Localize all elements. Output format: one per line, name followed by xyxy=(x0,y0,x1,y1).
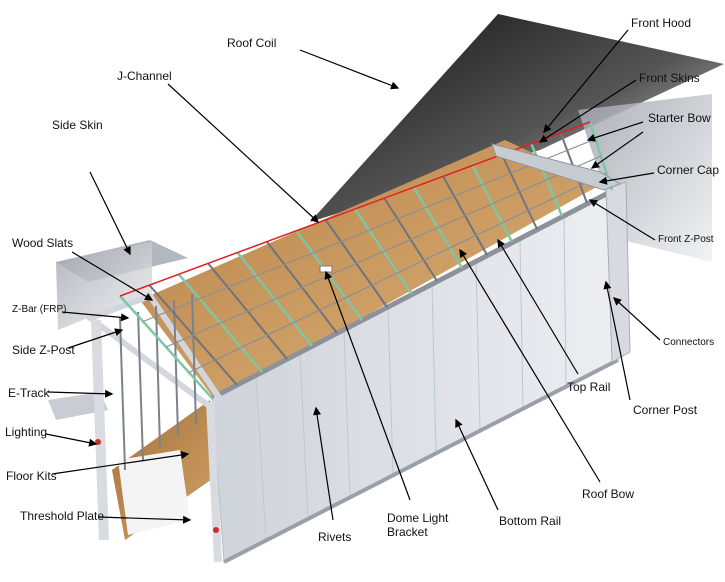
arrowhead-connectors xyxy=(612,297,622,306)
arrowhead-front-z-post xyxy=(588,199,598,208)
label-side-skin: Side Skin xyxy=(52,118,103,132)
leader-roof-bow xyxy=(459,249,601,483)
lighting-lamp xyxy=(95,439,101,445)
leader-lines xyxy=(45,29,661,524)
arrowhead-floor-kits xyxy=(180,451,190,459)
label-corner-post: Corner Post xyxy=(633,403,698,417)
label-bottom-rail: Bottom Rail xyxy=(499,514,562,528)
leader-bottom-rail xyxy=(455,419,499,511)
wood-liner xyxy=(140,140,600,400)
front-skin-sheet xyxy=(578,94,712,262)
arrowhead-front-skins xyxy=(538,134,548,143)
roof-coil-sheet xyxy=(310,14,724,222)
label-e-track: E-Track xyxy=(8,386,50,400)
leader-front-hood xyxy=(543,29,629,133)
leader-connectors xyxy=(613,297,661,341)
label-connectors: Connectors xyxy=(663,337,715,348)
arrowhead-corner-cap xyxy=(598,176,608,185)
top-rail xyxy=(210,187,616,401)
rear-frame-left-post xyxy=(91,319,109,541)
leader-corner-cap xyxy=(599,172,655,183)
rear-frame-right-post xyxy=(206,401,222,563)
label-roof-bow: Roof Bow xyxy=(582,487,635,501)
side-z-posts xyxy=(119,293,197,471)
arrowhead-z-bar-frp xyxy=(120,313,130,322)
leader-roof-coil xyxy=(299,49,399,89)
label-side-z-post: Side Z-Post xyxy=(12,343,75,357)
e-track-panel xyxy=(48,392,108,420)
label-top-rail: Top Rail xyxy=(567,380,611,394)
leader-e-track xyxy=(47,391,113,395)
roof-bows xyxy=(119,121,614,399)
leader-rivets xyxy=(315,407,334,521)
arrowhead-lighting xyxy=(88,438,98,447)
arrowhead-roof-coil xyxy=(390,81,400,90)
arrowhead-side-skin xyxy=(123,246,131,256)
arrowhead-side-z-post xyxy=(114,328,124,336)
label-dome-light-bracket: Dome Light Bracket xyxy=(387,511,449,539)
label-rivets: Rivets xyxy=(318,530,352,544)
arrowhead-threshold-plate xyxy=(182,515,192,524)
leader-corner-post xyxy=(605,281,631,401)
label-front-hood: Front Hood xyxy=(631,16,692,30)
arrowhead-e-track xyxy=(104,389,114,398)
leader-threshold-plate xyxy=(97,516,191,521)
leader-z-bar-frp xyxy=(61,311,129,319)
side-wall-seams xyxy=(255,214,567,541)
side-skin-panel xyxy=(56,242,152,330)
arrowhead-dome-light-bracket xyxy=(324,270,333,280)
arrowhead-starter-bow xyxy=(586,134,596,142)
roof-purlin xyxy=(165,155,602,348)
leader-starter-bow-2 xyxy=(591,131,644,169)
leader-dome-light-bracket xyxy=(325,271,411,501)
front-hood xyxy=(491,143,622,191)
label-wood-slats: Wood Slats xyxy=(12,236,74,250)
arrowhead-roof-bow xyxy=(459,248,467,258)
arrowhead-bottom-rail xyxy=(455,418,463,428)
bottom-rail xyxy=(223,358,619,564)
leader-wood-slats xyxy=(71,251,153,301)
label-floor-kits: Floor Kits xyxy=(6,469,57,483)
label-z-bar-frp: Z-Bar (FRP) xyxy=(12,304,67,315)
leader-top-rail xyxy=(497,239,579,375)
leader-side-skin xyxy=(89,171,131,255)
label-j-channel: J-Channel xyxy=(117,69,172,83)
arrowhead-rivets xyxy=(313,406,321,416)
label-front-skins: Front Skins xyxy=(639,71,700,85)
leader-front-skins xyxy=(539,79,637,143)
leader-floor-kits xyxy=(51,453,189,475)
leader-front-z-post xyxy=(589,199,656,241)
arrowhead-wood-slats xyxy=(144,293,154,301)
roof-purlin xyxy=(142,138,596,323)
leader-lighting xyxy=(45,433,97,445)
threshold-area xyxy=(118,450,190,535)
leader-starter-bow xyxy=(587,121,644,141)
arrowhead-starter-bow-2 xyxy=(590,160,600,169)
arrowhead-top-rail xyxy=(497,238,505,248)
leader-j-channel xyxy=(167,83,319,223)
arrowhead-j-channel xyxy=(310,214,320,223)
roof-purlin xyxy=(188,172,607,374)
rear-frame-header xyxy=(83,292,222,413)
arrowhead-corner-post xyxy=(603,280,612,290)
label-lighting: Lighting xyxy=(5,425,48,439)
arrowhead-front-hood xyxy=(543,124,552,134)
label-starter-bow: Starter Bow xyxy=(648,111,711,125)
leader-side-z-post xyxy=(67,329,123,349)
label-corner-cap: Corner Cap xyxy=(657,163,720,177)
dome-light-bracket xyxy=(319,265,333,273)
label-roof-coil: Roof Coil xyxy=(227,36,277,50)
label-threshold-plate: Threshold Plate xyxy=(20,509,105,523)
label-front-z-post: Front Z-Post xyxy=(658,234,714,245)
lighting-lamp-right xyxy=(213,527,219,533)
